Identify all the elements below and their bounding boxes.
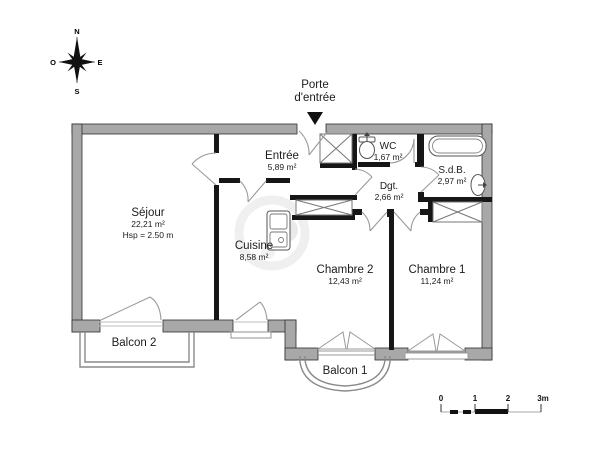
wall-sejour-cuisine — [214, 185, 219, 320]
wall-chambre-bottom-right — [464, 347, 493, 361]
scale-tick-3: 3m — [537, 394, 549, 403]
wall-closet2-bottom — [292, 215, 355, 220]
balcon1-outline — [299, 356, 391, 392]
closet-x-icon-chambre2 — [295, 199, 353, 216]
outer-walls — [71, 123, 493, 361]
compass-south-label: S — [74, 87, 79, 96]
wall-sejour-bottom-left — [71, 319, 101, 333]
wall-entree-cuisine-right — [266, 178, 290, 183]
entrance-arrow-icon — [307, 112, 323, 125]
room-area: 11,24 m² — [420, 276, 454, 287]
wall-sdb-bottom — [418, 197, 492, 202]
closet-x-icon-chambre1 — [432, 201, 483, 223]
room-area: 2,97 m² — [437, 175, 467, 186]
wall-wc-bottom — [358, 162, 390, 167]
cuisine-door-swing — [239, 180, 267, 203]
entrance-label-line1: Porte — [301, 79, 329, 91]
room-label-wc: WC 1,67 m² — [374, 141, 403, 162]
room-name: Entrée — [265, 150, 299, 162]
wall-top-left — [71, 123, 298, 135]
interior-walls — [214, 134, 492, 350]
room-area: 1,67 m² — [373, 151, 403, 162]
compass-north-label: N — [74, 27, 79, 36]
scale-tick-0: 0 — [438, 394, 444, 403]
kitchen-sink-icon — [266, 210, 291, 251]
wc-door-swing — [389, 138, 415, 164]
sink-icon — [470, 174, 487, 196]
room-area: 5,89 m² — [267, 162, 297, 173]
room-name: Chambre 2 — [316, 264, 374, 276]
room-label-dgt: Dgt. 2,66 m² — [375, 181, 404, 202]
scale-bar — [440, 404, 542, 414]
room-name: S.d.B. — [438, 165, 466, 176]
room-area: 22,21 m² — [131, 219, 165, 230]
wall-chambre-bottom-left — [284, 347, 319, 361]
balconies — [79, 332, 391, 392]
room-label-cuisine: Cuisine 8,58 m² — [235, 240, 273, 263]
room-area: 12,43 m² — [328, 276, 362, 287]
wall-left — [71, 123, 83, 333]
compass-east-label: E — [97, 58, 102, 67]
closet-x-icon-entree — [319, 133, 353, 164]
casement-window-icon-chambre2 — [316, 331, 377, 356]
scale-tick-2: 2 — [505, 394, 511, 403]
wall-entree-wc — [352, 134, 357, 170]
entree-dgt-door-swing — [354, 168, 373, 196]
wall-sejour-bottom-mid — [162, 319, 234, 333]
casement-window-icon-chambre1 — [404, 333, 469, 360]
sejour-door-swing — [191, 152, 217, 186]
wall-dgt-bottom-left — [348, 209, 362, 215]
compass-rose-icon: N S O E — [50, 27, 102, 96]
toilet-icon — [358, 132, 376, 159]
wall-wc-sdb — [417, 134, 424, 167]
scale-tick-1: 1 — [472, 394, 478, 403]
entrance-label: Porte d'entrée — [294, 79, 335, 105]
room-area: 2,66 m² — [374, 191, 404, 202]
room-name: Chambre 1 — [408, 264, 466, 276]
room-name: Cuisine — [234, 240, 274, 252]
compass-west-label: O — [50, 58, 56, 67]
room-label-balcon1: Balcon 1 — [323, 365, 368, 378]
wall-entree-dgt-stub — [352, 164, 357, 170]
balcon2-outline — [79, 332, 195, 368]
chambre2-door-swing — [361, 211, 388, 232]
closets — [295, 133, 483, 223]
room-name: Balcon 1 — [322, 365, 368, 377]
wall-closet-entree-bottom — [320, 163, 357, 168]
room-label-chambre2: Chambre 2 12,43 m² — [317, 264, 374, 287]
fixtures — [266, 132, 487, 251]
cuisine-window-door-swing — [230, 301, 272, 339]
wall-dgt-bottom-stub — [387, 209, 394, 217]
wall-sejour-door-stub — [214, 134, 219, 153]
doors — [98, 130, 440, 339]
room-name: Balcon 2 — [111, 337, 157, 349]
entrance-label-line2: d'entrée — [294, 92, 336, 105]
room-name: Séjour — [131, 207, 165, 219]
sdb-door-swing — [420, 166, 440, 193]
room-name: WC — [379, 141, 397, 152]
room-label-chambre1: Chambre 1 11,24 m² — [409, 264, 466, 287]
room-label-sejour: Séjour 22,21 m² Hsp = 2.50 m — [123, 207, 174, 241]
chambre1-door-swing — [393, 211, 421, 232]
wall-dgt-bottom-right — [420, 209, 433, 215]
room-area: 8,58 m² — [239, 252, 269, 263]
wall-entree-cuisine-left — [219, 178, 240, 183]
room-name: Dgt. — [379, 181, 399, 192]
room-label-balcon2: Balcon 2 — [112, 337, 157, 350]
wall-right — [481, 123, 493, 361]
bathtub-icon — [428, 135, 487, 157]
room-note: Hsp = 2.50 m — [122, 229, 174, 240]
balcon2-door-swing — [98, 296, 163, 327]
room-label-sdb: S.d.B. 2,97 m² — [438, 165, 467, 186]
entrance-door-swing — [298, 130, 329, 156]
wall-chambre-divider — [389, 215, 394, 350]
room-label-entree: Entrée 5,89 m² — [265, 150, 299, 173]
wall-top-right — [325, 123, 493, 135]
windows — [316, 331, 469, 360]
wall-closet2-top — [290, 195, 357, 200]
